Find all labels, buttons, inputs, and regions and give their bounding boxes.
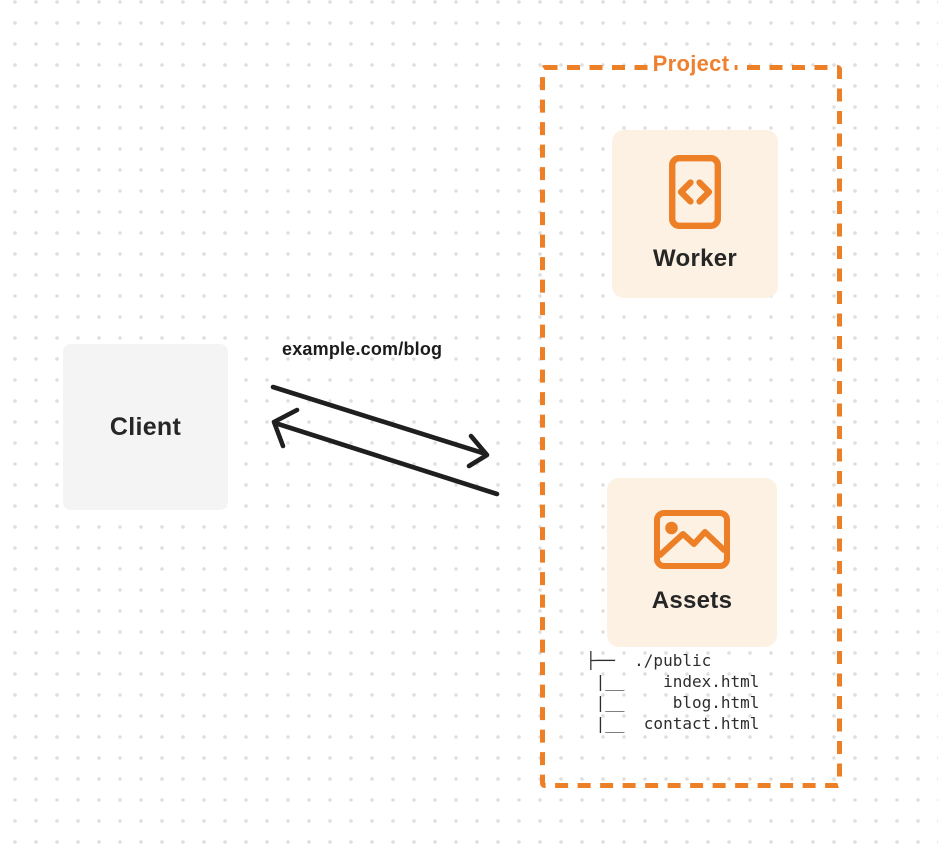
client-label: Client — [109, 412, 182, 441]
tree-line-index: |__ index.html — [586, 672, 760, 691]
client-node: Client — [63, 344, 228, 510]
response-arrow-shaft — [272, 420, 500, 497]
tree-line-public: ├── ./public — [586, 651, 712, 670]
image-icon — [654, 510, 730, 569]
project-container: Project Worker Assets ├── ./public — [540, 51, 842, 788]
worker-node: Worker — [612, 130, 778, 298]
project-label: Project — [647, 51, 735, 77]
image-mountains — [657, 529, 727, 558]
image-sun-dot — [665, 521, 678, 535]
request-arrowhead-icon — [466, 433, 490, 469]
assets-node: Assets — [607, 478, 777, 647]
assets-label: Assets — [651, 587, 733, 614]
worker-label: Worker — [652, 245, 738, 272]
code-file-icon — [669, 155, 721, 229]
tree-line-contact: |__ contact.html — [586, 714, 760, 733]
request-url-label: example.com/blog — [282, 339, 443, 359]
assets-file-tree: ├── ./public |__ index.html |__ blog.htm… — [586, 650, 759, 734]
response-arrowhead-icon — [271, 407, 300, 449]
request-arrow-shaft — [270, 384, 489, 457]
tree-line-blog: |__ blog.html — [586, 693, 760, 712]
